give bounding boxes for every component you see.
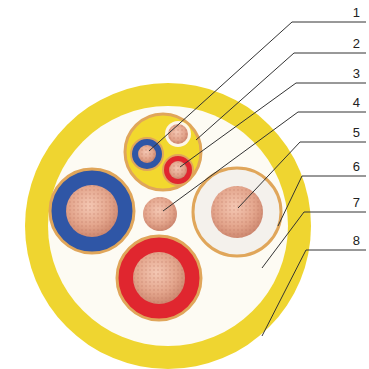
red-core-small: [163, 155, 193, 185]
callout-number: 1: [353, 6, 360, 20]
bare-conductor: [143, 197, 177, 231]
callout-number: 4: [353, 96, 360, 110]
leader-lines: [149, 22, 366, 336]
callout-number: 2: [353, 37, 360, 51]
outer-sheath: [25, 83, 311, 369]
callout-number: 6: [353, 160, 360, 174]
blue-core: [50, 169, 134, 253]
callout-number: 5: [353, 126, 360, 140]
callout-number: 8: [353, 234, 360, 248]
group-sheath: [125, 114, 201, 190]
screened-core: [193, 168, 281, 256]
callout-number: 3: [353, 67, 360, 81]
callout-number: 7: [353, 196, 360, 210]
filler: [48, 106, 288, 346]
red-core: [117, 236, 201, 320]
